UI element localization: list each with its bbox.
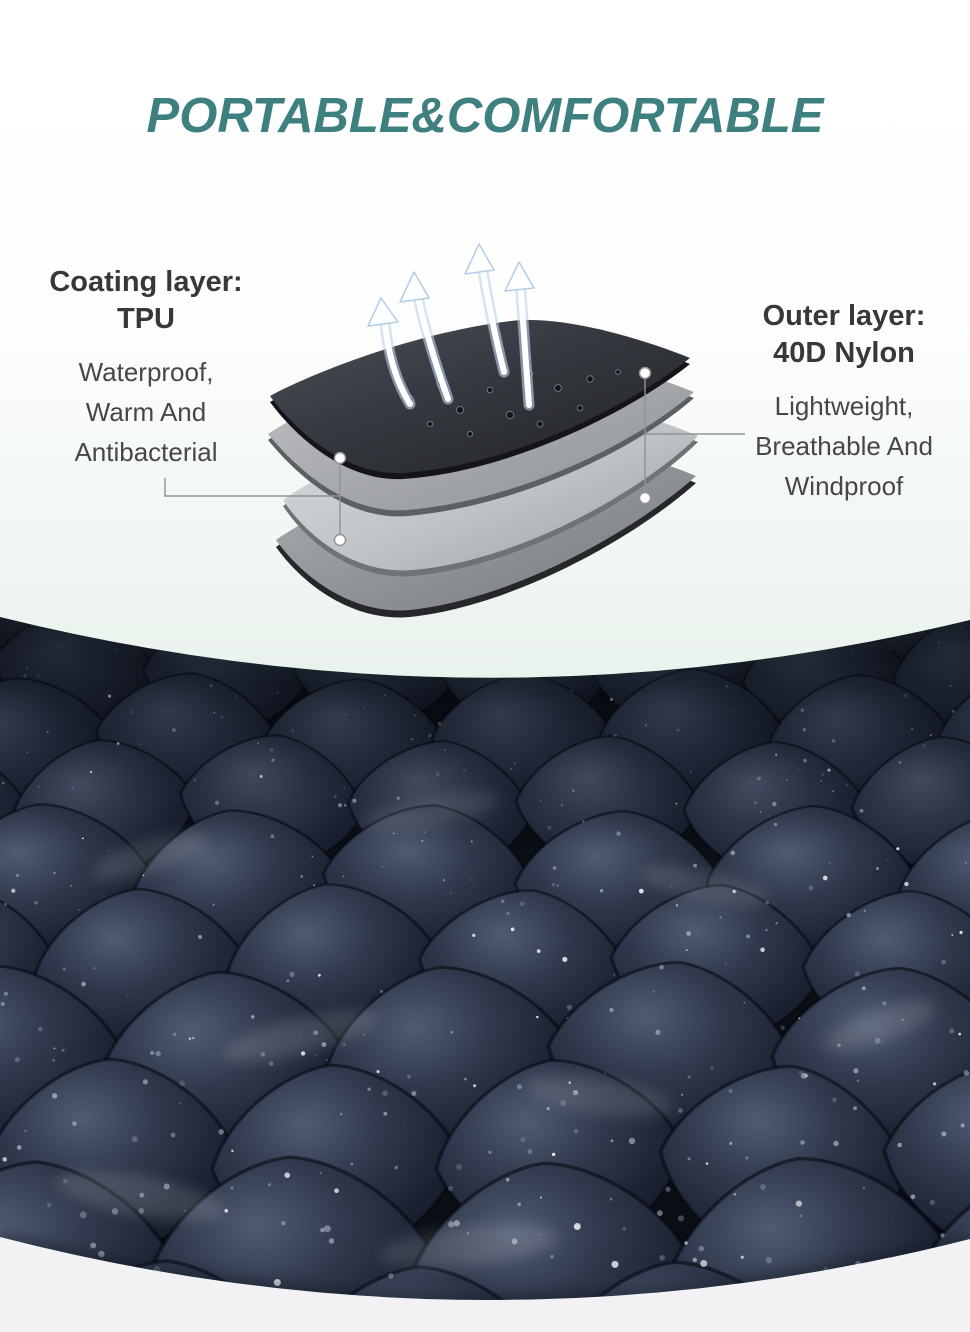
mattress-photo	[0, 556, 970, 1332]
coating-description: Waterproof, Warm And Antibacterial	[8, 352, 284, 472]
callout-dot-icon	[640, 368, 651, 379]
coating-connector-line	[165, 478, 340, 496]
page-title: PORTABLE&COMFORTABLE	[146, 89, 824, 143]
callout-connectors	[0, 0, 970, 760]
coating-heading-line1: Coating layer:	[49, 266, 243, 298]
sheet1	[270, 320, 690, 473]
fabric-layers-illustration	[258, 238, 700, 630]
coating-layer-callout: Coating layer: TPU Waterproof, Warm And …	[8, 264, 284, 472]
breathability-arrows-icon	[368, 244, 534, 405]
gloss-highlights	[56, 792, 937, 1269]
bottom-arc-panel	[0, 1160, 970, 1332]
outer-layer-callout: Outer layer: 40D Nylon Lightweight, Brea…	[702, 298, 970, 506]
outer-heading-line2: 40D Nylon	[773, 337, 915, 369]
coating-description-line: Warm And	[85, 397, 207, 427]
mattress-texture	[0, 556, 970, 1332]
outer-description-line: Windproof	[784, 471, 904, 501]
outer-description-line: Lightweight,	[774, 391, 914, 421]
coating-heading-line2: TPU	[117, 303, 175, 335]
callout-dot-icon	[335, 453, 346, 464]
coating-description-line: Waterproof,	[78, 357, 214, 387]
coating-description-line: Antibacterial	[74, 437, 218, 467]
outer-heading-line1: Outer layer:	[762, 300, 926, 332]
outer-description: Lightweight, Breathable And Windproof	[702, 386, 970, 506]
callout-dot-icon	[640, 493, 651, 504]
hero-section: PORTABLE&COMFORTABLE Coating layer: TPU …	[0, 0, 970, 760]
outer-description-line: Breathable And	[755, 431, 933, 461]
fabric-layer-sheets	[268, 320, 698, 617]
callout-dot-icon	[335, 535, 346, 546]
